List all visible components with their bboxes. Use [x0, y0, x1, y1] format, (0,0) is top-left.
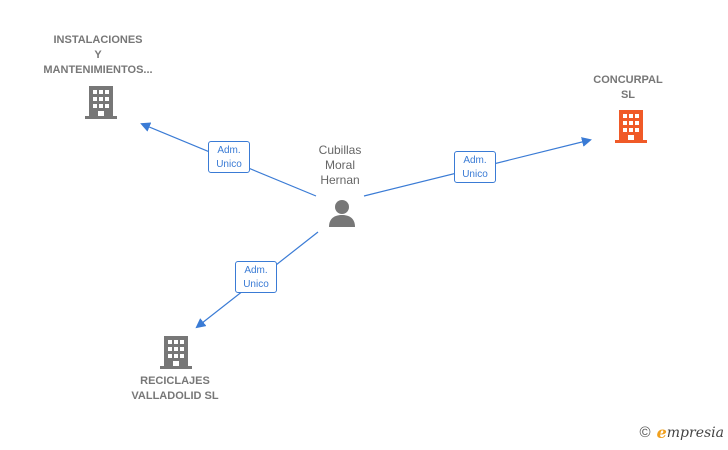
- role-line: Adm.: [463, 155, 487, 166]
- person-name-line: Moral: [324, 158, 355, 172]
- role-line: Unico: [216, 159, 242, 170]
- company-name-line: CONCURPAL: [593, 74, 663, 86]
- role-line: Adm.: [217, 145, 241, 156]
- brand-name: mpresia: [666, 424, 724, 441]
- copyright-symbol: ©: [639, 424, 651, 441]
- edge-label-concurpal[interactable]: Adm. Unico: [454, 151, 496, 183]
- company-name-line: SL: [620, 89, 636, 101]
- building-icon[interactable]: [85, 84, 117, 120]
- company-label-reciclajes[interactable]: RECICLAJES VALLADOLID SL: [108, 374, 242, 404]
- person-name-line: Cubillas: [318, 143, 362, 157]
- company-name-line: RECICLAJES: [140, 375, 210, 387]
- person-name-line: Hernan: [320, 173, 360, 187]
- company-name-line: MANTENIMIENTOS...: [43, 64, 153, 76]
- company-name-line: Y: [94, 49, 102, 61]
- edge-label-reciclajes[interactable]: Adm. Unico: [235, 261, 277, 293]
- role-line: Unico: [243, 279, 269, 290]
- company-name-line: VALLADOLID SL: [131, 390, 219, 402]
- building-icon[interactable]: [160, 334, 192, 370]
- company-label-instalaciones[interactable]: INSTALACIONES Y MANTENIMIENTOS...: [28, 33, 168, 78]
- person-icon[interactable]: [327, 198, 357, 228]
- role-line: Unico: [462, 169, 488, 180]
- company-name-line: INSTALACIONES: [53, 34, 143, 46]
- edge-label-instalaciones[interactable]: Adm. Unico: [208, 141, 250, 173]
- building-icon[interactable]: [615, 108, 647, 144]
- person-label[interactable]: Cubillas Moral Hernan: [300, 143, 380, 188]
- brand-initial: e: [656, 423, 667, 442]
- role-line: Adm.: [244, 265, 268, 276]
- company-label-concurpal[interactable]: CONCURPAL SL: [568, 73, 688, 103]
